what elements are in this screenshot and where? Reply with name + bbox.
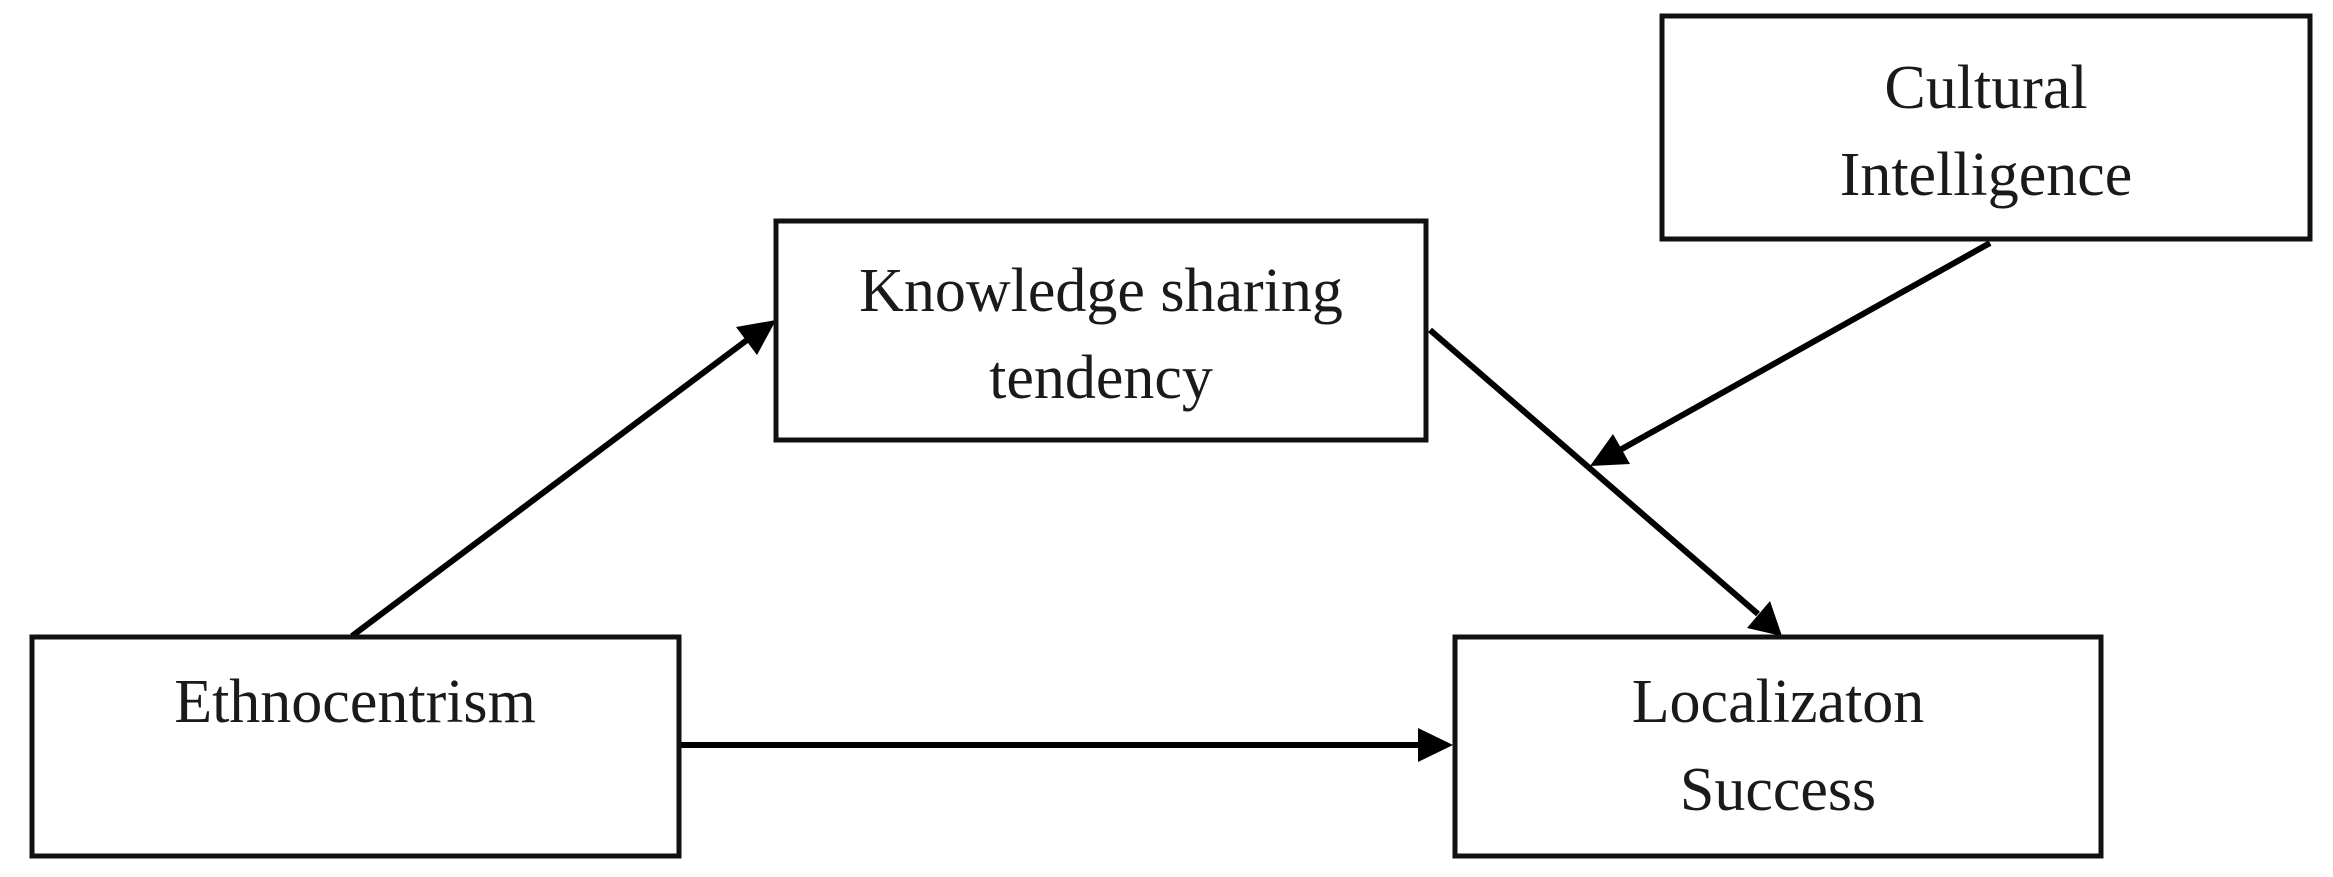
- node-knowledge-sharing-tendency: Knowledge sharing tendency: [773, 218, 1429, 443]
- arrowhead-localization-diagonal: [1747, 601, 1782, 636]
- arrowhead-moderation: [1590, 434, 1630, 466]
- edge-ethnocentrism-to-knowledge: [350, 320, 776, 639]
- node-knowledge-label-line2: tendency: [989, 344, 1213, 412]
- node-localization-success: Localizaton Success: [1452, 634, 2104, 859]
- edge-cultural-moderation: [1590, 240, 1992, 466]
- edge-knowledge-to-localization: [1428, 327, 1782, 636]
- node-localization-label-line1: Localizaton: [1632, 668, 1925, 736]
- edge-ethnocentrism-to-localization: [681, 728, 1453, 762]
- node-localization-label-line2: Success: [1680, 756, 1876, 824]
- node-cultural-intelligence: Cultural Intelligence: [1659, 13, 2313, 242]
- arrowhead-localization-horizontal: [1418, 728, 1453, 762]
- node-cultural-label-line1: Cultural: [1884, 54, 2087, 122]
- node-ethnocentrism-label: Ethnocentrism: [174, 668, 536, 736]
- node-knowledge-label-line1: Knowledge sharing: [859, 257, 1343, 325]
- node-ethnocentrism: Ethnocentrism: [29, 634, 682, 859]
- arrowhead-knowledge: [736, 320, 776, 355]
- node-cultural-label-line2: Intelligence: [1840, 141, 2133, 209]
